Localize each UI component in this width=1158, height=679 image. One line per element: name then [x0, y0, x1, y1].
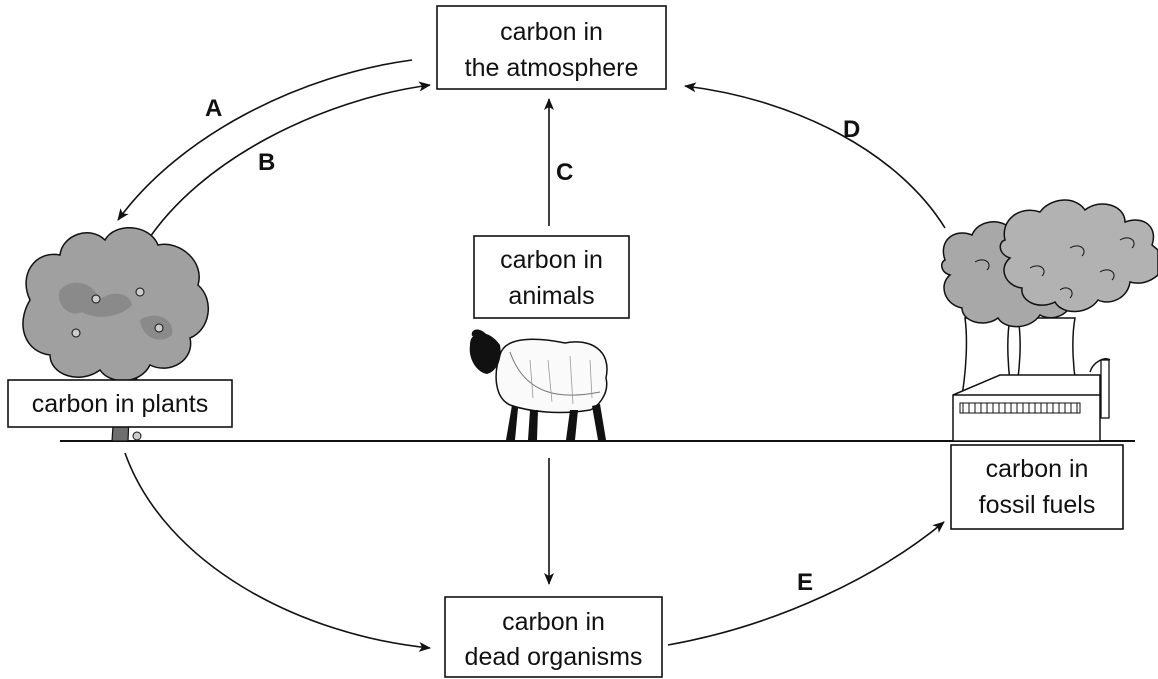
smoke-icon: [940, 199, 1158, 328]
atmosphere-box: carbon in the atmosphere: [436, 5, 667, 90]
arrow-e: [667, 521, 945, 646]
atmosphere-line2: the atmosphere: [465, 54, 639, 82]
arrow-b: [145, 81, 431, 244]
label-c: C: [556, 159, 573, 186]
factory-icon: [952, 317, 1111, 442]
fossil-line2: fossil fuels: [979, 491, 1096, 519]
plants-box: carbon in plants: [7, 379, 233, 428]
arrow-plants-to-dead: [124, 452, 431, 652]
animals-line1: carbon in: [500, 246, 603, 274]
fossil-box: carbon in fossil fuels: [950, 444, 1124, 530]
plants-line1: carbon in plants: [32, 390, 209, 418]
label-b: B: [258, 149, 275, 176]
dead-line1: carbon in: [502, 608, 605, 636]
sheep-icon: [469, 329, 608, 440]
fossil-line1: carbon in: [986, 455, 1089, 483]
atmosphere-line1: carbon in: [500, 18, 603, 46]
arrow-d: [684, 82, 946, 229]
label-a: A: [205, 95, 222, 122]
animals-box: carbon in animals: [473, 235, 630, 319]
label-e: E: [797, 569, 813, 596]
animals-line2: animals: [508, 282, 594, 310]
label-d: D: [843, 116, 860, 143]
dead-line2: dead organisms: [465, 643, 643, 671]
arrow-a: [117, 59, 413, 221]
dead-organisms-box: carbon in dead organisms: [444, 596, 663, 678]
